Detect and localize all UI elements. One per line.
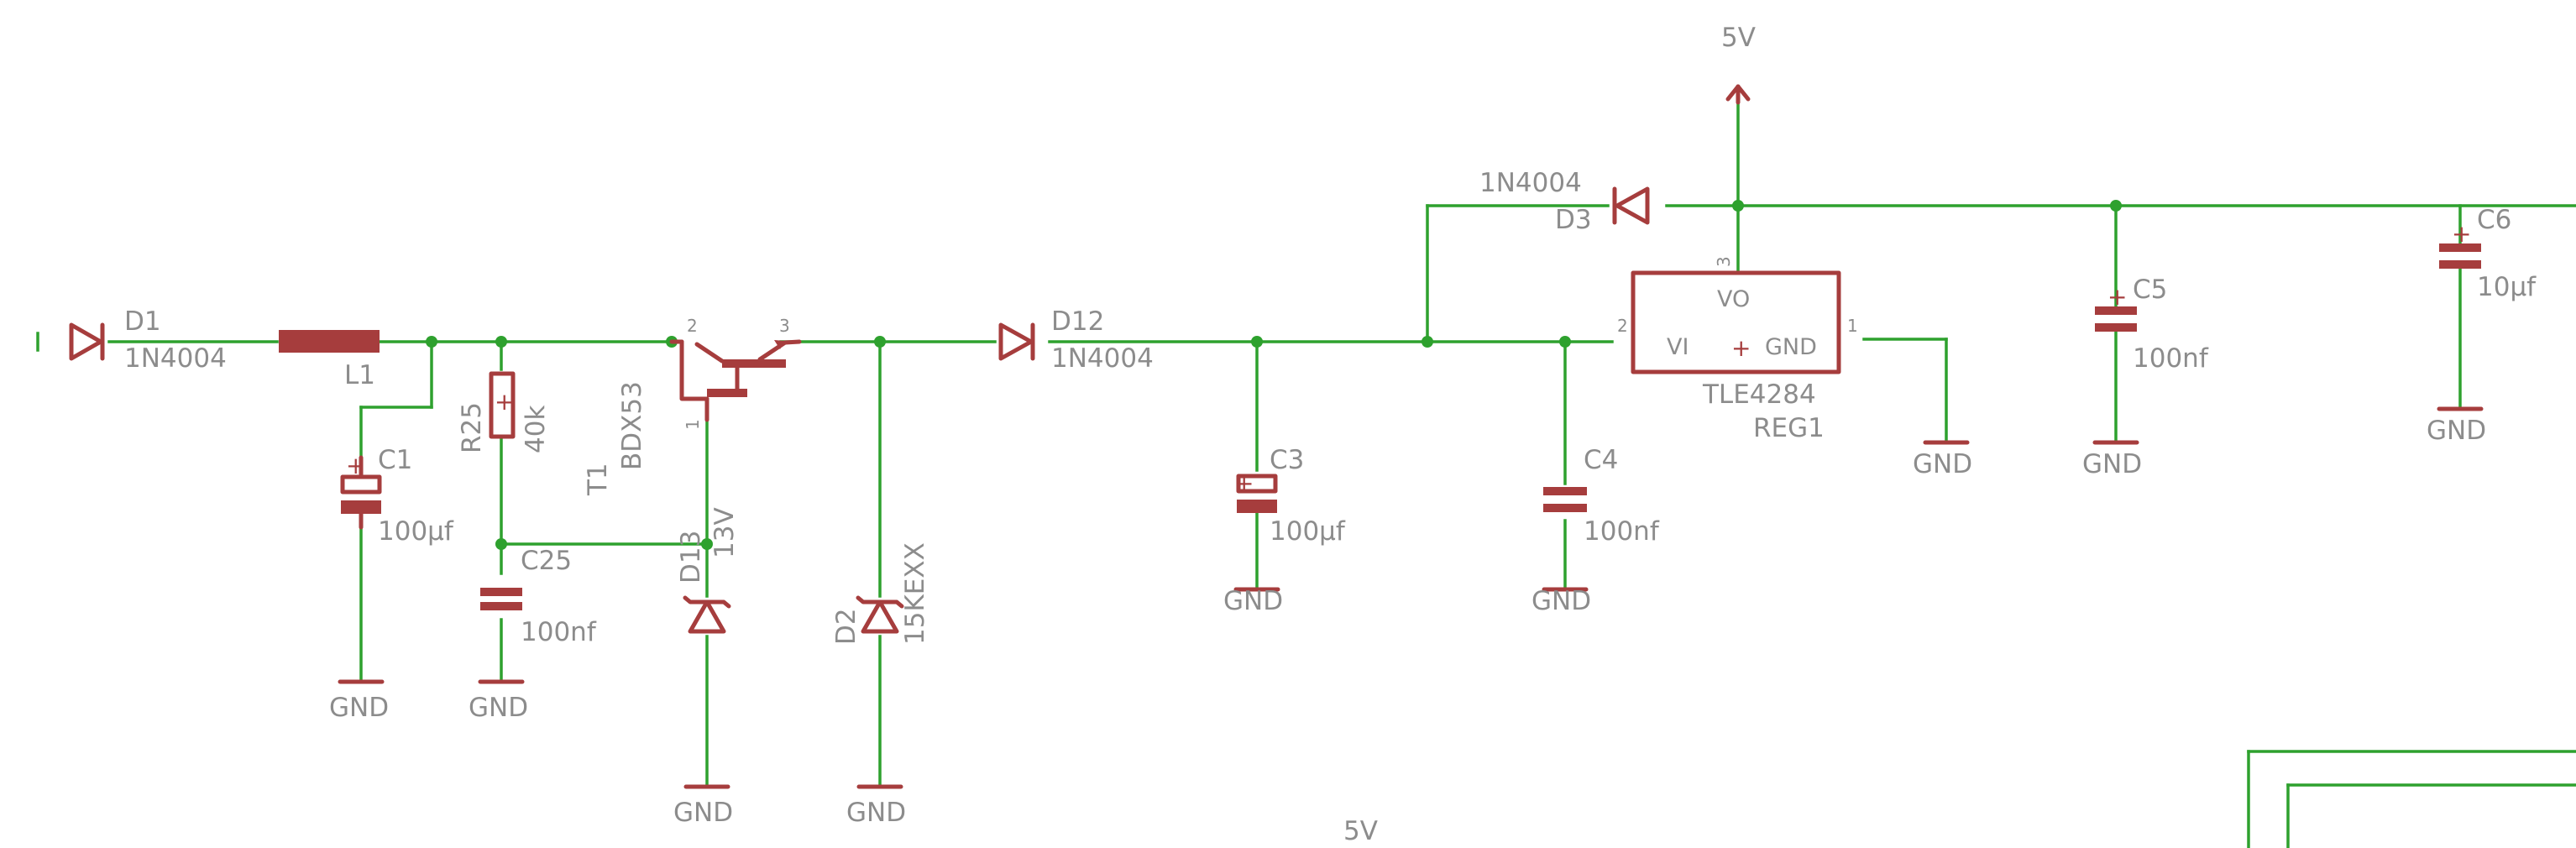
c4-value: 100nf bbox=[1584, 516, 1660, 547]
regulator-reg1[interactable]: VO VI + GND 3 2 1 TLE4284 REG1 bbox=[1617, 256, 1858, 443]
c6-value: 10µf bbox=[2477, 272, 2537, 302]
gnd-d13[interactable]: GND bbox=[673, 784, 733, 828]
capacitor-c1[interactable]: + C1 100µf bbox=[340, 445, 454, 547]
gnd-label: GND bbox=[1913, 449, 1972, 479]
reg1-name: REG1 bbox=[1753, 413, 1825, 443]
diode-d1[interactable]: D1 1N4004 bbox=[69, 306, 227, 374]
d12-name: D12 bbox=[1051, 306, 1104, 337]
gnd-c1[interactable]: GND bbox=[329, 679, 389, 723]
d13-name: D13 bbox=[676, 531, 706, 584]
gnd-c5[interactable]: GND bbox=[2082, 440, 2142, 479]
capacitor-c3[interactable]: + C3 100µf bbox=[1234, 445, 1346, 547]
d2-value: 15KEXX bbox=[900, 542, 930, 645]
gnd-label: GND bbox=[469, 693, 528, 723]
capacitor-c6[interactable]: + C6 10µf bbox=[2439, 205, 2537, 302]
c1-name: C1 bbox=[378, 445, 412, 475]
d1-value: 1N4004 bbox=[124, 343, 227, 374]
t1-name: T1 bbox=[583, 463, 613, 496]
net-label-5v: 5V bbox=[1343, 816, 1378, 846]
c5-name: C5 bbox=[2133, 275, 2167, 305]
gnd-label: GND bbox=[2427, 416, 2486, 446]
c5-value: 100nf bbox=[2133, 343, 2209, 374]
reg1-pin-3: 3 bbox=[1714, 256, 1734, 267]
capacitor-c25[interactable]: C25 100nf bbox=[480, 546, 597, 647]
d13-value: 13V bbox=[709, 507, 740, 558]
r25-value: 40k bbox=[521, 406, 551, 453]
c25-value: 100nf bbox=[521, 617, 597, 647]
wires bbox=[36, 91, 2576, 848]
gnd-label: GND bbox=[673, 798, 733, 828]
d2-name: D2 bbox=[831, 608, 861, 645]
t1-pin-1: 1 bbox=[683, 419, 703, 430]
d3-value: 1N4004 bbox=[1479, 168, 1582, 198]
c5-plus: + bbox=[2107, 283, 2127, 311]
c4-name: C4 bbox=[1584, 445, 1618, 475]
gnd-c6[interactable]: GND bbox=[2427, 406, 2486, 446]
t1-pin-2: 2 bbox=[687, 316, 698, 336]
reg1-pin-vi: VI bbox=[1667, 334, 1689, 360]
gnd-c25[interactable]: GND bbox=[469, 679, 528, 723]
c1-plus: + bbox=[346, 452, 365, 479]
tvs-d2[interactable]: D2 15KEXX bbox=[831, 542, 930, 645]
c3-name: C3 bbox=[1270, 445, 1304, 475]
gnd-reg1[interactable]: GND bbox=[1913, 440, 1972, 479]
gnd-label: GND bbox=[1223, 586, 1283, 616]
gnd-d2[interactable]: GND bbox=[846, 784, 906, 828]
gnd-c4[interactable]: GND bbox=[1531, 586, 1591, 616]
c1-value: 100µf bbox=[378, 516, 454, 547]
gnd-label: GND bbox=[1531, 586, 1591, 616]
diode-d12[interactable]: D12 1N4004 bbox=[998, 306, 1154, 374]
c25-name: C25 bbox=[521, 546, 572, 576]
reg1-pin-vo: VO bbox=[1717, 286, 1750, 312]
d12-value: 1N4004 bbox=[1051, 343, 1154, 374]
transistor-t1[interactable]: 2 3 1 T1 BDX53 bbox=[583, 316, 802, 496]
reg1-pin-1: 1 bbox=[1847, 316, 1858, 336]
c6-plus: + bbox=[2452, 220, 2471, 248]
c3-plus: + bbox=[1234, 469, 1254, 497]
t1-pin-3: 3 bbox=[779, 316, 790, 336]
r25-plus: + bbox=[495, 388, 514, 416]
gnd-c3[interactable]: GND bbox=[1223, 586, 1283, 616]
gnd-label: GND bbox=[2082, 449, 2142, 479]
gnd-label: GND bbox=[329, 693, 389, 723]
reg1-pin-2: 2 bbox=[1617, 316, 1628, 336]
supply-5v-label: 5V bbox=[1721, 23, 1756, 53]
d1-name: D1 bbox=[124, 306, 161, 337]
capacitor-c4[interactable]: C4 100nf bbox=[1543, 445, 1660, 547]
reg1-value: TLE4284 bbox=[1702, 380, 1816, 410]
capacitor-c5[interactable]: + C5 100nf bbox=[2095, 275, 2209, 374]
inductor-l1[interactable]: L1 bbox=[279, 330, 380, 390]
t1-value: BDX53 bbox=[617, 381, 647, 470]
supply-5v[interactable]: 5V bbox=[1721, 23, 1756, 105]
resistor-r25[interactable]: + R25 40k bbox=[457, 371, 551, 453]
junctions bbox=[426, 200, 2122, 550]
diode-d3[interactable]: 1N4004 D3 bbox=[1479, 168, 1650, 235]
gnd-label: GND bbox=[846, 798, 906, 828]
reg1-plus: + bbox=[1731, 334, 1751, 362]
l1-name: L1 bbox=[344, 360, 375, 390]
reg1-pin-gnd: GND bbox=[1765, 334, 1817, 360]
zener-d13[interactable]: D13 13V bbox=[676, 507, 740, 634]
c6-name: C6 bbox=[2477, 205, 2511, 235]
c3-value: 100µf bbox=[1270, 516, 1346, 547]
r25-name: R25 bbox=[457, 402, 487, 453]
d3-name: D3 bbox=[1555, 205, 1592, 235]
